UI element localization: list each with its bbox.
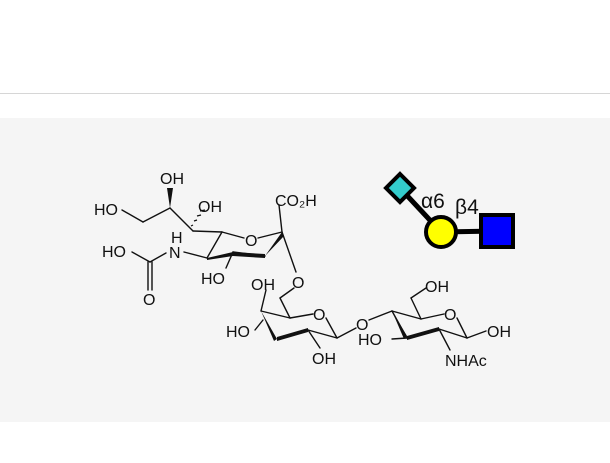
sialic-acid-diamond-icon [383,171,417,205]
label-o-carbonyl: O [143,292,155,309]
label-ring1-o: O [245,233,257,250]
wedge-bonds [167,188,439,341]
label-n: N [169,245,181,262]
linkage-alpha6: α6 [421,190,445,213]
label-gal-ring-o: O [313,307,325,324]
hashed-bond [190,209,206,227]
label-ho-left: HO [94,202,118,219]
divider [0,93,610,94]
figure-panel [0,118,610,422]
label-oh-gal6: OH [251,277,275,294]
label-nhac: NHAc [445,353,487,370]
galactose-circle-icon [424,215,458,249]
header-area [0,0,610,93]
glcnac-square-icon [479,213,515,249]
label-oh-gal2: OH [312,351,336,368]
label-co2h: CO₂H [275,193,317,210]
linkage-beta4: β4 [455,196,479,219]
label-linker-o: O [292,275,304,292]
label-ho-ring1: HO [201,271,225,288]
atom-labels: OH HO OH H N HO O HO O CO₂H O OH HO O OH… [94,171,511,370]
label-ho-glc3: HO [358,332,382,349]
label-ho-carbamate: HO [102,244,126,261]
glycan-symbol: α6 β4 [383,171,515,249]
label-oh-glc6: OH [425,279,449,296]
label-glc-ring-o: O [444,307,456,324]
label-oh-top: OH [160,171,184,188]
label-h: H [171,230,183,247]
label-ho-gal4: HO [226,324,250,341]
label-oh-c7: OH [198,199,222,216]
label-glyco-o: O [356,317,368,334]
label-oh-glc1: OH [487,324,511,341]
